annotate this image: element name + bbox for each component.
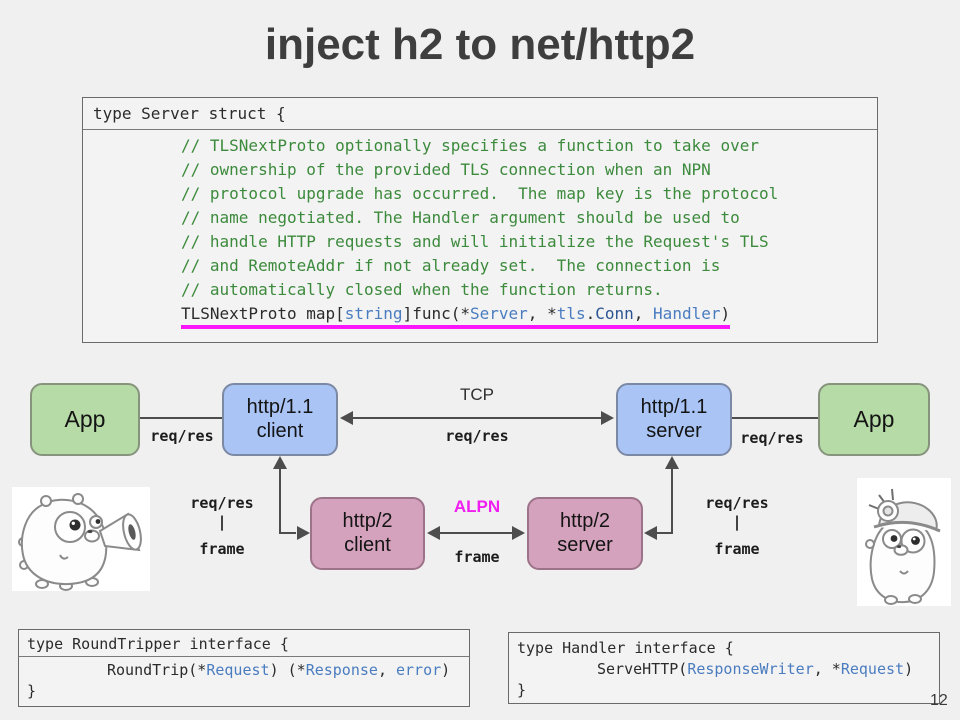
http2-client-box: http/2 client: [310, 497, 425, 570]
code-header: type Handler interface {: [517, 639, 734, 657]
code-token: ServeHTTP(: [597, 660, 688, 678]
arrowhead: [273, 456, 287, 469]
code-token: ) (*: [269, 661, 306, 679]
code-token: ): [904, 660, 914, 678]
code-body: // TLSNextProto optionally specifies a f…: [83, 130, 877, 329]
code-close-brace: }: [517, 681, 527, 699]
handler-code-block: type Handler interface { ServeHTTP(Respo…: [508, 632, 940, 704]
frame-label: frame: [454, 548, 500, 566]
arrowhead: [427, 526, 440, 540]
code-signature-line: TLSNextProto map[string]func(*Server, *t…: [93, 302, 867, 329]
req-res-label: req/res: [705, 494, 769, 512]
box-label: http/1.1 client: [246, 395, 314, 442]
box-label: http/1.1 server: [640, 395, 708, 442]
pipe-label: |: [217, 513, 227, 531]
arrowhead: [644, 526, 657, 540]
http11-client-box: http/1.1 client: [222, 383, 338, 456]
http11-server-box: http/1.1 server: [616, 383, 732, 456]
code-comment-line: // handle HTTP requests and will initial…: [181, 232, 769, 251]
code-comment-line: // protocol upgrade has occurred. The ma…: [181, 184, 779, 203]
pipe-label: |: [732, 513, 742, 531]
elbow-right: [656, 466, 673, 534]
arrowhead: [512, 526, 525, 540]
app-left-box: App: [30, 383, 140, 456]
code-comment-line: // name negotiated. The Handler argument…: [181, 208, 740, 227]
arrowhead: [665, 456, 679, 469]
code-token: Request: [840, 660, 905, 678]
roundtripper-code-block: type RoundTripper interface { RoundTrip(…: [18, 629, 470, 707]
code-token: ): [720, 304, 731, 323]
code-token: .: [585, 304, 596, 323]
magenta-underline: TLSNextProto map[string]func(*Server, *t…: [181, 304, 731, 329]
code-token: Conn: [595, 304, 634, 323]
req-res-label: req/res: [740, 429, 804, 447]
code-token: TLSNextProto map[: [181, 304, 345, 323]
code-close-brace: }: [27, 682, 37, 700]
alpn-label: ALPN: [453, 497, 501, 516]
code-header: type RoundTripper interface {: [19, 630, 469, 657]
app-right-box: App: [818, 383, 930, 456]
elbow-left: [279, 466, 296, 534]
code-token: ): [441, 661, 451, 679]
code-token: string: [344, 304, 403, 323]
box-label: http/2 client: [342, 509, 393, 556]
frame-label: frame: [199, 540, 245, 558]
code-token: ResponseWriter: [687, 660, 814, 678]
code-header: type Server struct {: [83, 98, 877, 130]
gopher-miner-helmet-icon: [857, 478, 951, 606]
code-body: RoundTrip(*Request) (*Response, error) }: [19, 657, 469, 705]
arrowhead: [601, 411, 614, 425]
code-token: ]func(*: [402, 304, 470, 323]
code-signature-line: ServeHTTP(ResponseWriter, *Request): [517, 659, 931, 680]
code-comment-line: // ownership of the provided TLS connect…: [181, 160, 711, 179]
code-token: ,: [633, 304, 654, 323]
arrowhead: [297, 526, 310, 540]
code-comment-line: // TLSNextProto optionally specifies a f…: [181, 136, 759, 155]
http2-server-box: http/2 server: [527, 497, 643, 570]
frame-label: frame: [714, 540, 760, 558]
code-token: tls: [556, 304, 586, 323]
box-label: App: [64, 405, 106, 432]
req-res-label: req/res: [445, 427, 509, 445]
code-token: Handler: [653, 304, 721, 323]
page-number: 12: [930, 692, 948, 709]
code-comment-line: // automatically closed when the functio…: [181, 280, 663, 299]
box-label: App: [853, 405, 895, 432]
gopher-megaphone-icon: [12, 487, 150, 591]
code-body: type Handler interface { ServeHTTP(Respo…: [509, 633, 939, 706]
code-token: , *: [527, 304, 557, 323]
code-token: ,: [377, 661, 396, 679]
page-title: inject h2 to net/http2: [264, 20, 696, 69]
code-token: RoundTrip(*: [107, 661, 207, 679]
code-token: error: [396, 661, 442, 679]
code-token: Server: [470, 304, 528, 323]
code-token: , *: [813, 660, 841, 678]
server-struct-code-block: type Server struct { // TLSNextProto opt…: [82, 97, 878, 343]
code-comment-line: // and RemoteAddr if not already set. Th…: [181, 256, 721, 275]
tcp-label: TCP: [460, 385, 494, 404]
req-res-label: req/res: [190, 494, 254, 512]
box-label: http/2 server: [557, 509, 613, 556]
code-signature-line: RoundTrip(*Request) (*Response, error): [27, 660, 461, 681]
code-token: Response: [305, 661, 378, 679]
code-token: Request: [206, 661, 270, 679]
req-res-label: req/res: [150, 427, 214, 445]
arrowhead: [340, 411, 353, 425]
